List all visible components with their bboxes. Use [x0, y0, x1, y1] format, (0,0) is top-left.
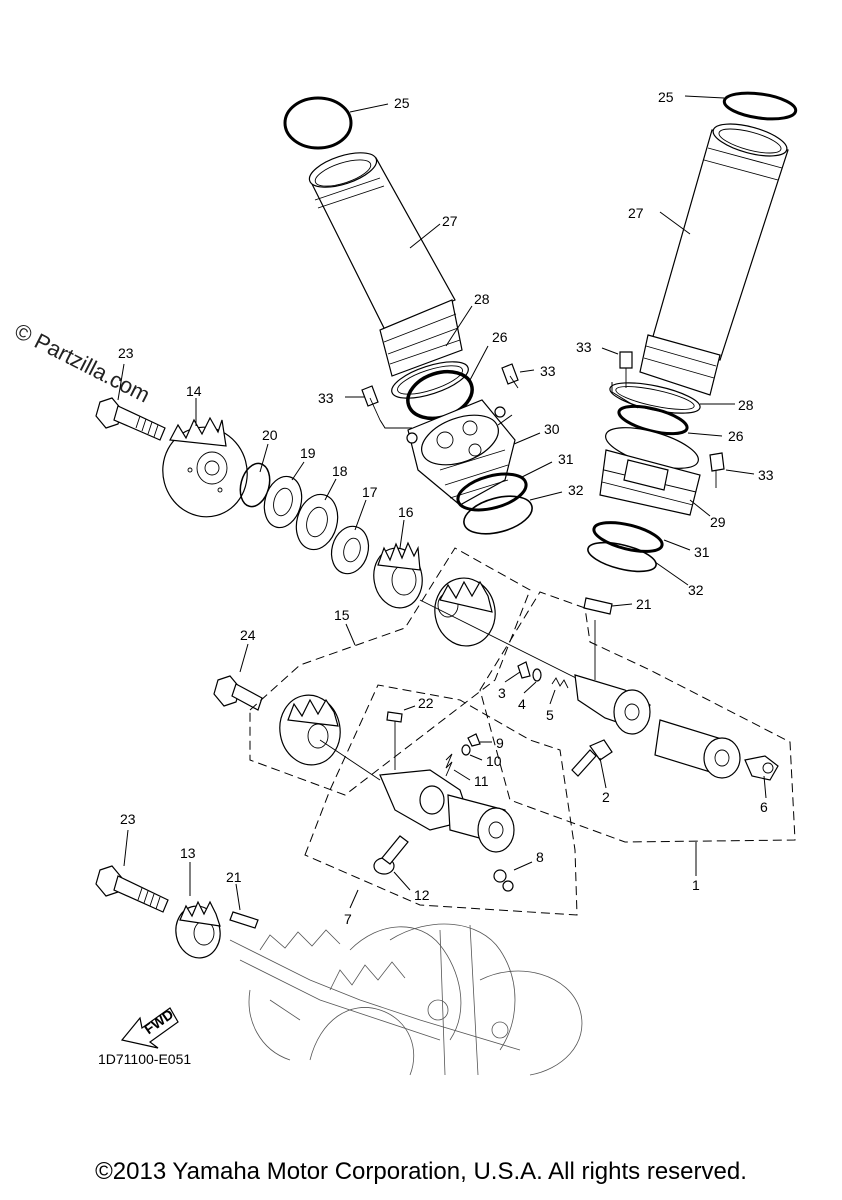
washer-18	[295, 493, 339, 551]
bolt-24	[213, 675, 263, 711]
tube-27-right	[639, 123, 789, 396]
bolt-33-left-b	[501, 363, 519, 389]
callout-29: 29	[710, 514, 726, 530]
o-ring-25-left	[283, 96, 353, 150]
o-ring-31-left	[456, 472, 528, 512]
spring-5	[551, 677, 569, 689]
drawing-code: 1D71100-E051	[98, 1051, 191, 1067]
callout-5: 5	[546, 707, 554, 723]
callout-33-right-b: 33	[758, 467, 774, 483]
o-ring-32-right	[587, 541, 657, 573]
key-21-upper	[583, 597, 613, 615]
pin-3	[517, 661, 531, 679]
shaft-1	[419, 599, 741, 779]
o-ring-25-right	[722, 91, 798, 121]
copyright-notice: ©2013 Yamaha Motor Corporation, U.S.A. A…	[95, 1158, 747, 1185]
callout-16: 16	[398, 504, 414, 520]
fwd-arrow-icon: FWD	[120, 1006, 179, 1049]
gear-15-part	[434, 577, 496, 647]
o-ring-32-left	[463, 495, 533, 535]
bolt-12	[373, 835, 409, 875]
screw-6	[744, 755, 779, 781]
callout-21-upper: 21	[636, 596, 652, 612]
key-21-lower	[229, 911, 259, 929]
bolt-33-right-b	[709, 452, 725, 488]
callout-26-left: 26	[492, 329, 508, 345]
gear-14	[162, 416, 248, 518]
key-22	[386, 711, 403, 723]
gear-16	[373, 541, 423, 609]
callout-22: 22	[418, 695, 434, 711]
callout-19: 19	[300, 445, 316, 461]
callout-30: 30	[544, 421, 560, 437]
group-outline-15	[249, 547, 531, 796]
holder-29-right	[599, 427, 701, 516]
callout-33-right-a: 33	[576, 339, 592, 355]
callout-24: 24	[240, 627, 256, 643]
callout-32-right: 32	[688, 582, 704, 598]
callout-4: 4	[518, 696, 526, 712]
bolt-33-right-a	[619, 351, 633, 388]
callout-labels: 25 25 27 27 28 28 26 26 33 33 33 33 30 3…	[118, 89, 774, 927]
tube-27-left	[308, 152, 463, 377]
callout-7: 7	[344, 911, 352, 927]
pin-8	[493, 869, 514, 892]
callout-28-right: 28	[738, 397, 754, 413]
callout-12: 12	[414, 887, 430, 903]
callout-25-right: 25	[658, 89, 674, 105]
callout-33-left-b: 33	[540, 363, 556, 379]
leader-lines	[117, 95, 767, 911]
holder-30-left	[406, 399, 516, 506]
spring-11	[445, 753, 453, 777]
callout-31-left: 31	[558, 451, 574, 467]
ring-10	[461, 744, 471, 756]
callout-28-left: 28	[474, 291, 490, 307]
callout-14: 14	[186, 383, 202, 399]
callout-32-left: 32	[568, 482, 584, 498]
shaft-7	[319, 720, 515, 853]
gear-24-part	[279, 694, 341, 766]
callout-23-upper: 23	[118, 345, 134, 361]
bolt-33-left-a	[361, 385, 381, 421]
washer-19	[263, 475, 303, 529]
o-ring-31-right	[592, 521, 664, 553]
callout-2: 2	[602, 789, 610, 805]
callout-27-left: 27	[442, 213, 458, 229]
callout-15: 15	[334, 607, 350, 623]
callout-18: 18	[332, 463, 348, 479]
callout-25-left: 25	[394, 95, 410, 111]
pin-9	[467, 733, 481, 747]
ring-4	[532, 668, 542, 682]
callout-27-right: 27	[628, 205, 644, 221]
callout-33-left-a: 33	[318, 390, 334, 406]
callout-26-right: 26	[728, 428, 744, 444]
callout-31-right: 31	[694, 544, 710, 560]
bolt-2	[571, 739, 613, 777]
callout-11: 11	[474, 773, 489, 789]
group-outline-1	[479, 591, 796, 843]
callout-9: 9	[496, 735, 504, 751]
callout-8: 8	[536, 849, 544, 865]
callout-6: 6	[760, 799, 768, 815]
bolt-23-lower	[95, 865, 169, 913]
callout-21-lower: 21	[226, 869, 242, 885]
callout-17: 17	[362, 484, 378, 500]
bolt-23-upper	[95, 397, 166, 441]
callout-20: 20	[262, 427, 278, 443]
callout-3: 3	[498, 685, 506, 701]
callout-13: 13	[180, 845, 196, 861]
gear-13	[175, 900, 221, 959]
group-outline-7	[304, 684, 578, 916]
callout-10: 10	[486, 753, 502, 769]
callout-1: 1	[692, 877, 700, 893]
crankcase	[229, 923, 583, 1076]
callout-23-lower: 23	[120, 811, 136, 827]
